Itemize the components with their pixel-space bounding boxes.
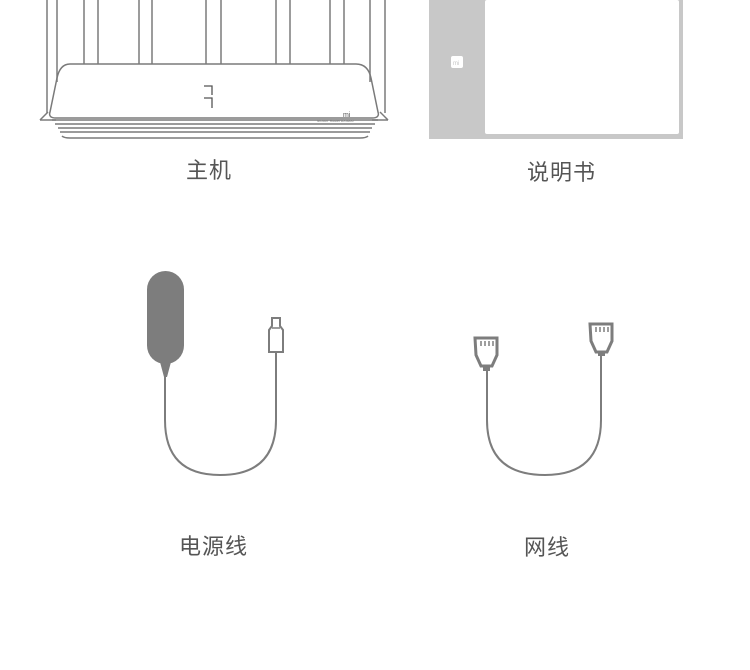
router-model-text: Mi AIoT Router AX3600 xyxy=(317,119,354,123)
power-cable-label: 电源线 xyxy=(179,535,249,560)
router-logo: mi xyxy=(343,112,351,119)
manual-logo: mi xyxy=(453,61,459,67)
router-label: 主机 xyxy=(186,159,233,184)
manual-label: 说明书 xyxy=(527,161,597,186)
network-cable-label: 网线 xyxy=(524,536,571,561)
